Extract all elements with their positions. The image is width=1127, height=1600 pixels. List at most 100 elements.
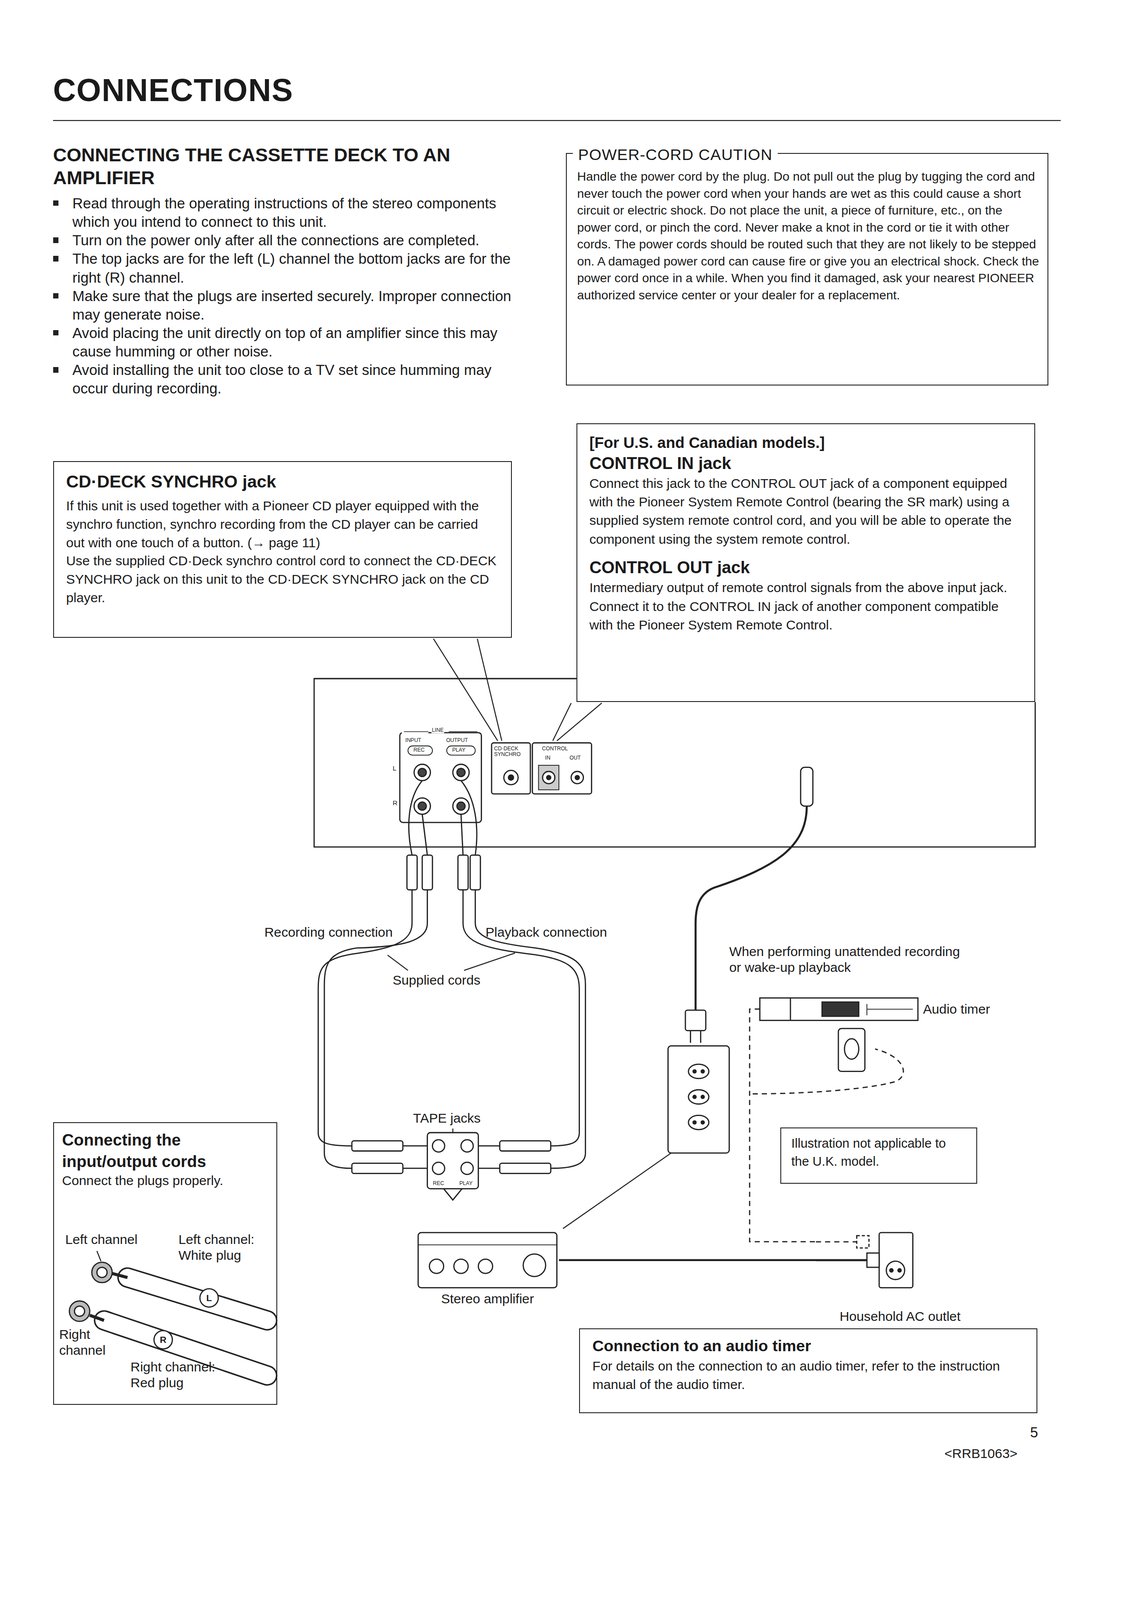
- line-jack-panel-part: [452, 797, 470, 814]
- synchro-jack-part: [491, 742, 531, 794]
- stereo-amplifier-part: [418, 1243, 558, 1245]
- line-jack-panel-part: [399, 732, 482, 823]
- audio-timer-part: [752, 1048, 904, 1094]
- box-text: Handle the power cord by the plug. Do no…: [577, 167, 1040, 304]
- panel-marking: OUT: [568, 754, 581, 761]
- panel-marking: INPUT: [405, 737, 422, 743]
- plug-illustration-part: [154, 1329, 173, 1349]
- callout-label: TAPE jacks: [413, 1109, 481, 1126]
- plug-illustration-part: [89, 1314, 104, 1320]
- power-strip-part: [562, 1152, 671, 1229]
- title-rule: [53, 119, 1061, 122]
- plug-illustration-part: [97, 1266, 108, 1277]
- line-jack-panel-part: [448, 731, 478, 732]
- plug-mark: L: [206, 1292, 212, 1302]
- device-label: Household AC outlet: [815, 1228, 985, 1324]
- bullet-note: Avoid installing the unit too close to a…: [53, 360, 518, 398]
- ac-outlet: [815, 1232, 914, 1287]
- channel-mark: L: [392, 764, 397, 772]
- leader-line-part: [452, 1127, 453, 1132]
- stereo-amplifier-part: [478, 1258, 493, 1273]
- note-box: Illustration not applicable to the U.K. …: [780, 1127, 978, 1184]
- stereo-amplifier: [418, 1232, 558, 1287]
- callout-box: [For U.S. and Canadian models.]CONTROL I…: [576, 423, 1036, 702]
- box-heading: Connection to an audio timer: [592, 1334, 1025, 1357]
- power-cord: [558, 1258, 816, 1261]
- box-text: CONTROL OUT jack: [589, 556, 1022, 579]
- audio-timer-part: [759, 997, 918, 1020]
- page-number: 5: [1029, 1423, 1038, 1441]
- synchro-jack: [491, 742, 531, 794]
- line-jack-panel-part: [446, 745, 476, 755]
- ac-outlet-part: [815, 1258, 867, 1262]
- audio-timer-part: [789, 997, 792, 1020]
- tape-jacks-part: [427, 1132, 479, 1189]
- power-strip-part: [692, 1120, 696, 1124]
- playback-cord-part: [460, 813, 464, 855]
- leader-line-part: [463, 952, 515, 970]
- leader-line-part: [552, 702, 572, 741]
- line-jack-panel-part: [452, 764, 470, 781]
- plug-illustration-part: [127, 1276, 268, 1320]
- power-strip-part: [667, 1045, 729, 1153]
- deck-power-cord-part: [800, 767, 813, 806]
- line-jack-panel-part: [403, 731, 429, 732]
- callout-label: Right channel: Red plug: [130, 1358, 218, 1391]
- plug-illustration: [69, 1261, 268, 1376]
- tape-jacks-part: [432, 1161, 445, 1175]
- box-heading: Household AC outlet: [815, 1307, 985, 1325]
- ac-outlet-part: [886, 1260, 905, 1280]
- recording-cord-part: [406, 854, 417, 890]
- leader-line-part: [433, 638, 498, 741]
- line-jack-panel: [399, 731, 482, 823]
- line-jack-panel-part: [456, 801, 466, 811]
- panel-marking: LINE: [431, 727, 445, 733]
- plug-illustration-part: [69, 1300, 90, 1321]
- plug-illustration-part: [127, 1276, 268, 1320]
- panel-marking: CD·DECK SYNCHRO: [493, 745, 530, 758]
- audio-timer-part: [822, 1001, 859, 1016]
- line-jack-panel-part: [408, 745, 433, 755]
- recording-cord-part: [422, 813, 428, 855]
- tape-jacks: [427, 1132, 479, 1200]
- power-strip-part: [688, 1089, 709, 1104]
- panel-marking: PLAY: [451, 746, 466, 753]
- deck-power-cord-part: [695, 805, 807, 1010]
- power-strip-part: [692, 1094, 696, 1099]
- bullet-note: Turn on the power only after all the con…: [53, 231, 518, 250]
- deck-power-cord-part: [689, 1030, 692, 1043]
- document-code: <RRB1063>: [944, 1445, 1018, 1461]
- panel-marking: REC: [413, 746, 425, 753]
- line-jack-panel-part: [413, 797, 431, 814]
- box-text: For details on the connection to an audi…: [592, 1356, 1025, 1394]
- ac-outlet-part: [815, 1240, 857, 1243]
- control-jacks-part: [538, 764, 559, 790]
- recording-cord-part: [351, 1140, 403, 1151]
- callout-label: Right channel: [59, 1326, 106, 1358]
- line-jack-panel-part: [413, 764, 431, 781]
- stereo-amplifier-part: [453, 1258, 468, 1273]
- control-jacks-part: [571, 771, 584, 784]
- box-heading: CD·DECK SYNCHRO jack: [66, 470, 500, 493]
- box-heading: POWER-CORD CAUTION: [572, 144, 778, 165]
- stereo-amplifier-part: [523, 1253, 546, 1276]
- section-column: CONNECTING THE CASSETTE DECK TO AN AMPLI…: [53, 143, 518, 398]
- callout-label: When performing unattended recording or …: [729, 943, 964, 975]
- callout-label: Left channel: White plug: [178, 1231, 265, 1263]
- box-heading: Connecting the input/output cords: [61, 1128, 269, 1172]
- deck-rear-panel-part: [314, 678, 1036, 847]
- deck-power-cord-part: [699, 1030, 702, 1043]
- leader-line-part: [556, 702, 602, 741]
- control-jacks-part: [532, 742, 592, 794]
- control-jacks-part: [542, 771, 555, 784]
- box-text: CONTROL IN jack: [589, 452, 1022, 475]
- plug-illustration-part: [112, 1272, 128, 1277]
- audio-timer-part: [866, 1008, 913, 1010]
- recording-cord-part: [408, 780, 423, 855]
- tape-jacks-part: [443, 1188, 463, 1200]
- caution-box: POWER-CORD CAUTIONHandle the power cord …: [565, 152, 1049, 386]
- audio-timer-part: [866, 1003, 868, 1015]
- box-text: If this unit is used together with a Pio…: [66, 496, 500, 552]
